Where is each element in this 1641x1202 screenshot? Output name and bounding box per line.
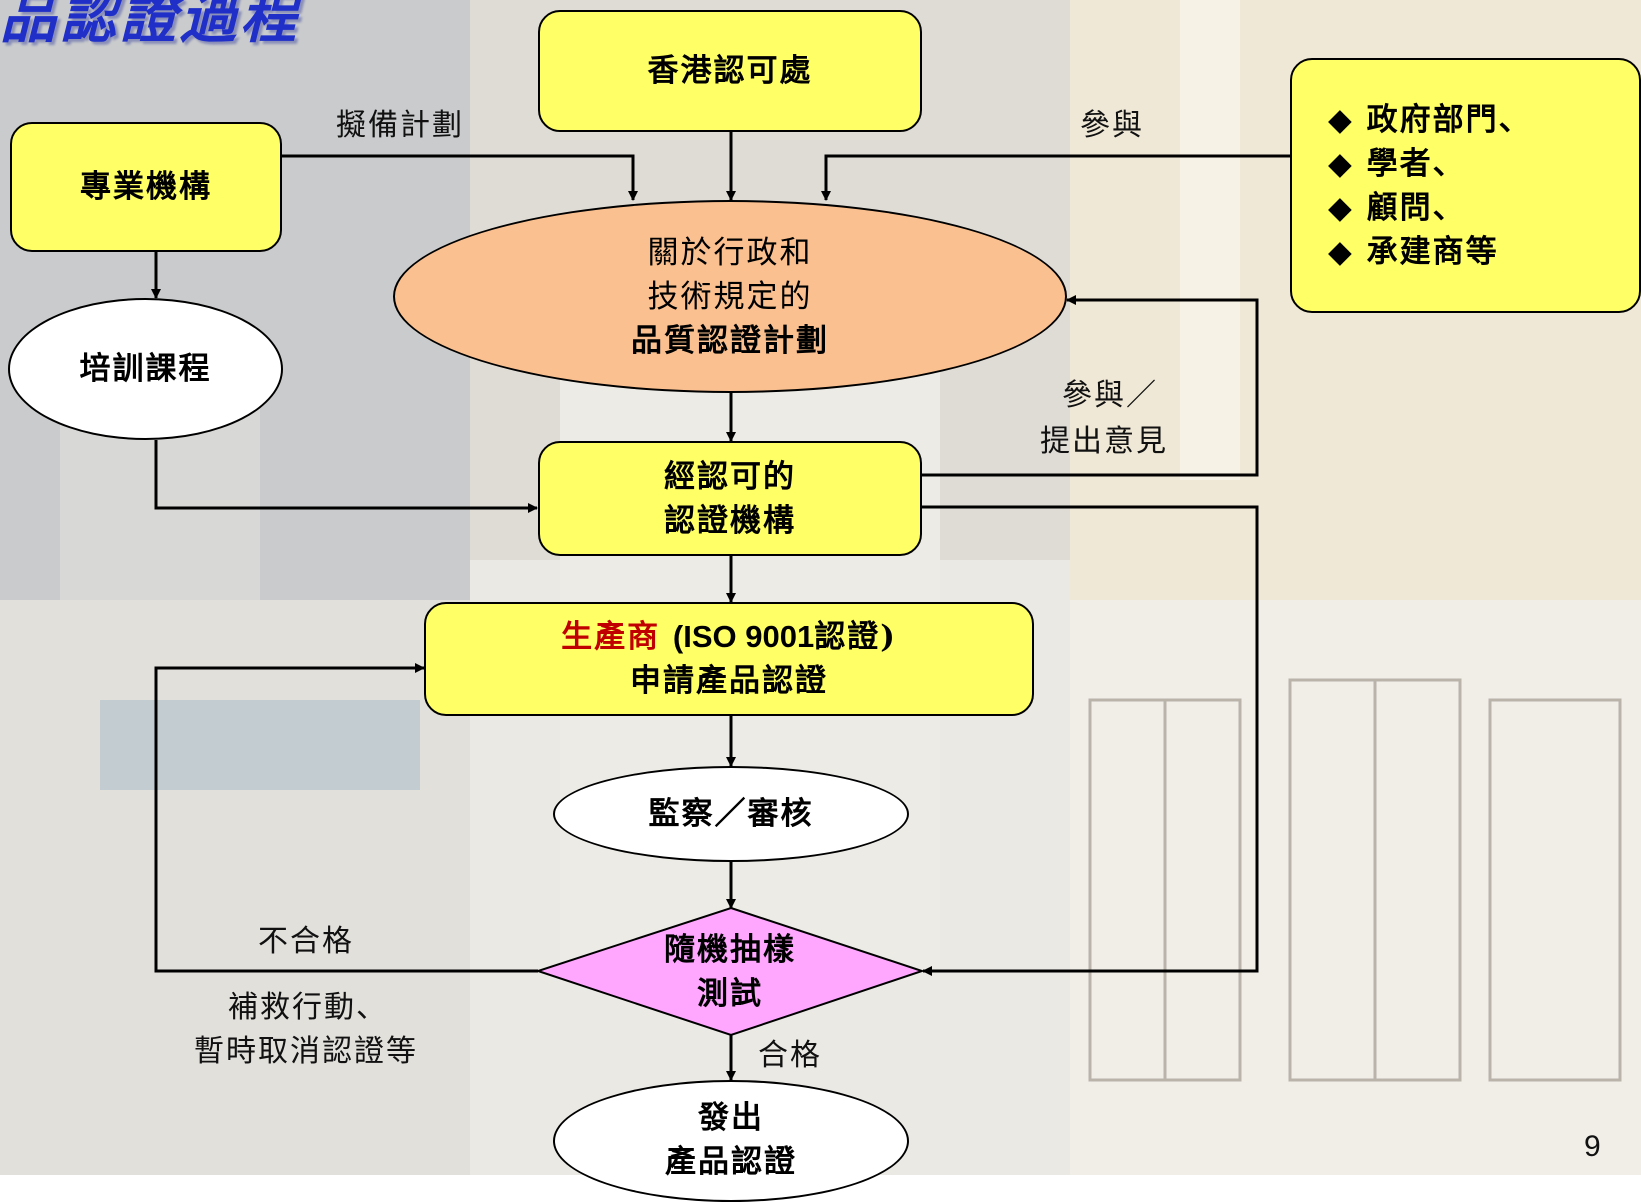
node-professional-bodies: 專業機構 — [10, 122, 282, 252]
node-audit-label: 監察／審核 — [648, 796, 814, 832]
node-manufacturer-line2: 申請產品認證 — [630, 663, 828, 699]
manufacturer-label: 生產商 — [561, 619, 661, 655]
edge-label-pass: 合格 — [758, 1038, 822, 1073]
edge-label-participate: 參與 — [1080, 108, 1144, 143]
node-quality-scheme: 關於行政和 技術規定的 品質認證計劃 — [393, 200, 1067, 393]
node-issue-cert: 發出 產品認證 — [553, 1080, 909, 1202]
stakeholder-item: ◆ 承建商等 — [1328, 230, 1499, 274]
node-quality-scheme-line2: 技術規定的 — [647, 278, 813, 315]
arrow-sampling-fail-to-manufacturer — [154, 663, 538, 973]
stakeholder-item-label: 顧問、 — [1366, 189, 1466, 226]
node-hkas-label: 香港認可處 — [647, 53, 813, 89]
node-audit: 監察／審核 — [553, 766, 909, 862]
arrow-certbody-feedback-to-scheme — [922, 295, 1259, 477]
stakeholder-item-label: 政府部門、 — [1366, 101, 1532, 138]
arrow-training-to-certbody — [154, 440, 538, 513]
diamond-bullet-icon: ◆ — [1328, 189, 1354, 226]
diamond-bullet-icon: ◆ — [1328, 233, 1354, 270]
node-accredited-cert-body-line2: 認證機構 — [664, 502, 796, 539]
node-random-sampling: 隨機抽樣 測試 — [538, 908, 922, 1035]
node-hkas: 香港認可處 — [538, 10, 922, 132]
cert-suffix-label: 認證) — [814, 619, 897, 655]
node-issue-cert-line2: 產品認證 — [665, 1144, 797, 1180]
stakeholder-item-label: 學者、 — [1366, 145, 1466, 182]
node-accredited-cert-body-line1: 經認可的 — [664, 458, 796, 495]
page-number: 9 — [1584, 1130, 1603, 1163]
page-title: 品認證過程 — [0, 0, 300, 51]
node-accredited-cert-body: 經認可的 認證機構 — [538, 441, 922, 556]
node-training-label: 培訓課程 — [79, 351, 212, 387]
node-stakeholders: ◆ 政府部門、 ◆ 學者、 ◆ 顧問、 ◆ 承建商等 — [1290, 58, 1641, 313]
node-manufacturer-line1: 生產商 (ISO 9001認證) — [561, 615, 897, 659]
stakeholder-item-label: 承建商等 — [1366, 233, 1499, 270]
edge-label-fail: 不合格 — [258, 924, 354, 959]
node-quality-scheme-line3: 品質認證計劃 — [631, 322, 829, 359]
node-random-sampling-line2: 測試 — [697, 975, 763, 1012]
node-random-sampling-line1: 隨機抽樣 — [664, 931, 796, 968]
node-manufacturer: 生產商 (ISO 9001認證) 申請產品認證 — [424, 602, 1034, 716]
arrow-professional-to-scheme — [282, 154, 638, 201]
edge-label-participate-comment-2: 提出意見 — [1040, 424, 1168, 459]
edge-label-remedy-1: 補救行動、 — [228, 990, 388, 1025]
diamond-bullet-icon: ◆ — [1328, 101, 1354, 138]
edge-label-participate-comment-1: 參與／ — [1062, 378, 1158, 413]
stakeholder-item: ◆ 政府部門、 — [1328, 98, 1532, 142]
node-training: 培訓課程 — [8, 298, 283, 440]
node-professional-bodies-label: 專業機構 — [80, 169, 212, 205]
node-issue-cert-line1: 發出 — [698, 1100, 764, 1136]
stakeholder-item: ◆ 顧問、 — [1328, 186, 1466, 230]
stakeholder-item: ◆ 學者、 — [1328, 142, 1466, 186]
flow-connectors — [151, 132, 1290, 1081]
arrow-stakeholders-to-scheme — [821, 154, 1290, 201]
node-quality-scheme-line1: 關於行政和 — [647, 234, 813, 271]
sampling-diamond-shape — [534, 906, 926, 1037]
arrow-certbody-to-sampling — [922, 505, 1259, 976]
edge-label-remedy-2: 暫時取消認證等 — [194, 1034, 418, 1069]
iso-label: (ISO 9001 — [672, 619, 815, 654]
diamond-bullet-icon: ◆ — [1328, 145, 1354, 182]
edge-label-prepare-plan: 擬備計劃 — [336, 108, 464, 143]
